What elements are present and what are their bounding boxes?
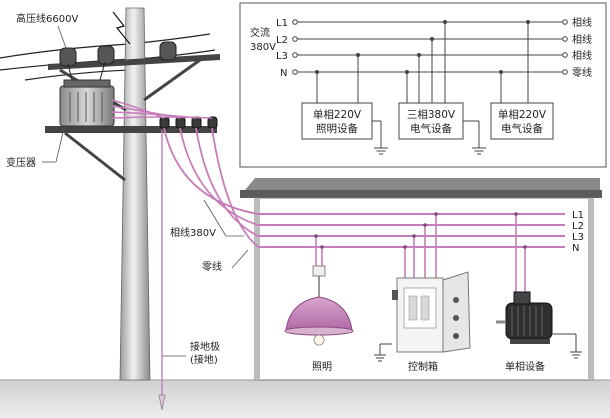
label-neutral: 零线 [202, 260, 222, 273]
schem-box-2-line2: 电气设备 [410, 122, 452, 135]
lamp-shade [285, 296, 353, 331]
schematic-junctions [315, 20, 530, 74]
lower-crossarm [45, 126, 217, 133]
schem-line-n: N [280, 68, 287, 79]
motor-ground-icon [570, 334, 582, 359]
schematic-frame [239, 2, 607, 168]
house-junctions [314, 212, 527, 249]
label-phase-line: 相线380V [170, 226, 216, 239]
schem-line-l1: L1 [276, 18, 288, 29]
hv-insulators [59, 41, 177, 67]
label-ground-pole: 接地极 [190, 340, 220, 353]
schematic-bus-lines [296, 21, 563, 73]
supply-label-ac: 交流 [250, 26, 270, 39]
ground-rod-tip [158, 394, 166, 411]
schem-box-2-line1: 三相380V [407, 108, 456, 121]
lamp-socket [312, 265, 326, 277]
house-bus-wires [258, 213, 565, 248]
schematic-ground-symbols [372, 120, 486, 155]
house-line-l3: L3 [572, 232, 584, 243]
schem-box-lighting [301, 102, 373, 140]
schematic-drops [316, 22, 529, 103]
transformer [59, 61, 115, 127]
schem-line-l2: L2 [276, 35, 288, 46]
house-roof [240, 190, 602, 198]
house-roof-top [245, 178, 600, 190]
insulator-top-2 [97, 45, 115, 65]
control-box-door [442, 271, 471, 353]
schem-right-label-4: 零线 [572, 66, 592, 79]
device-label-lighting: 照明 [312, 361, 332, 373]
house-line-l1: L1 [572, 210, 584, 221]
label-ground-pole-sub: (接地) [190, 353, 218, 366]
house: L1 L2 L3 N 照明 [240, 178, 602, 381]
lamp-bulb [313, 334, 325, 346]
label-transformer: 变压器 [6, 156, 36, 169]
upper-crossarm [48, 54, 220, 70]
bus-terminals [292, 19, 568, 75]
control-box [392, 271, 471, 353]
schem-box-3-line1: 单相220V [498, 108, 547, 121]
schem-right-label-3: 相线 [572, 49, 592, 62]
lamp [284, 265, 354, 346]
house-line-l2: L2 [572, 221, 584, 232]
schematic-panel: 交流 380V L1 L2 L3 N 相线 相线 相线 零线 [239, 2, 607, 168]
lightning-icon [112, 11, 131, 45]
house-drops [315, 214, 526, 292]
label-hv-line: 高压线6600V [16, 12, 78, 25]
schem-box-3-line2: 电气设备 [501, 122, 543, 135]
insulator-top-1 [59, 47, 77, 67]
utility-pole [119, 7, 151, 381]
transformer-body [59, 85, 115, 127]
schem-right-label-1: 相线 [572, 16, 592, 29]
leader-lines [42, 25, 249, 357]
insulator-top-3 [159, 41, 177, 61]
ground-strip [0, 380, 610, 418]
service-drop-wires [163, 127, 259, 248]
house-line-n: N [572, 243, 579, 254]
device-label-control-box: 控制箱 [408, 360, 438, 373]
device-label-single-phase: 单相设备 [505, 360, 545, 373]
schem-right-label-2: 相线 [572, 33, 592, 46]
ground-rod [158, 130, 166, 411]
pole-assembly: 高压线6600V 变压器 相线380V 零线 接地极 (接地) [0, 7, 259, 411]
schem-line-l3: L3 [276, 51, 288, 62]
transformer-output-wires [111, 99, 213, 119]
schem-box-single-phase [490, 102, 554, 140]
motor-body [505, 302, 553, 340]
supply-label-voltage: 380V [250, 42, 276, 53]
house-wall-right [588, 198, 593, 380]
motor [496, 291, 553, 344]
schem-box-1-line2: 照明设备 [316, 122, 358, 135]
house-wall-left [255, 198, 260, 380]
control-box-ground-icon [374, 344, 386, 362]
schem-box-1-line1: 单相220V [313, 108, 362, 121]
